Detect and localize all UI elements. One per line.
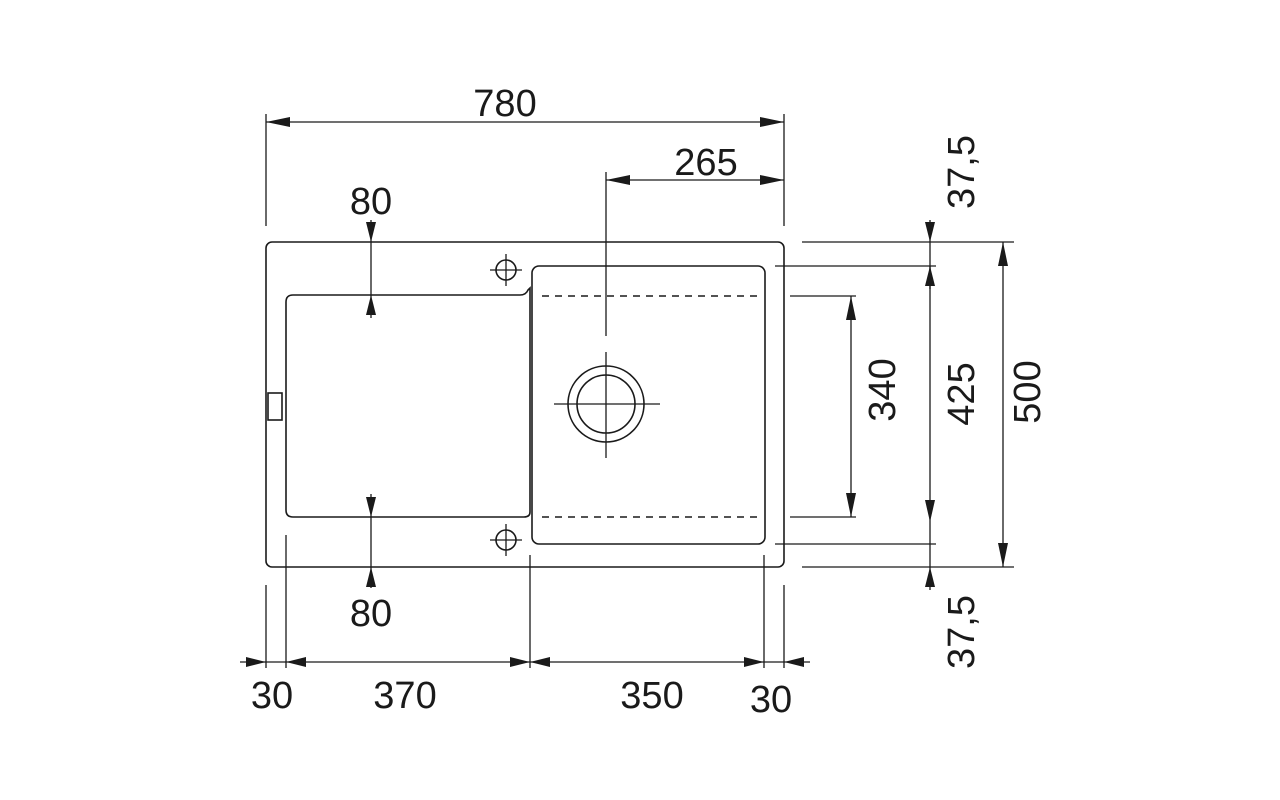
tap-hole-top-icon (490, 254, 522, 286)
drainer-area (285, 286, 531, 518)
drain-icon (554, 352, 660, 458)
dim-bowl-depth-inner: 340 (862, 358, 904, 421)
tap-hole-bottom-icon (490, 524, 522, 556)
dim-overall-width: 780 (473, 83, 536, 125)
dim-drainer-top: 80 (350, 181, 392, 223)
dim-right-margin: 30 (750, 679, 792, 721)
sink-outline (265, 241, 785, 568)
bowl-outline (531, 265, 766, 545)
dim-drainer-width: 370 (373, 675, 436, 717)
dim-bowl-width: 350 (620, 675, 683, 717)
dimension-lines (240, 117, 1008, 667)
dim-bottom-margin: 37,5 (941, 595, 983, 669)
dim-bowl-offset: 265 (674, 142, 737, 184)
dim-overall-depth: 500 (1007, 360, 1049, 423)
extension-lines (265, 114, 1014, 668)
overflow-slot (267, 392, 283, 421)
dim-drainer-bottom: 80 (350, 593, 392, 635)
dimension-labels: 780 265 80 80 30 370 350 30 37,5 37,5 34… (251, 83, 1049, 721)
dim-left-margin: 30 (251, 675, 293, 717)
dim-top-margin: 37,5 (941, 135, 983, 209)
sink-outer-edge (265, 241, 785, 568)
dim-bowl-depth-outer: 425 (941, 362, 983, 425)
